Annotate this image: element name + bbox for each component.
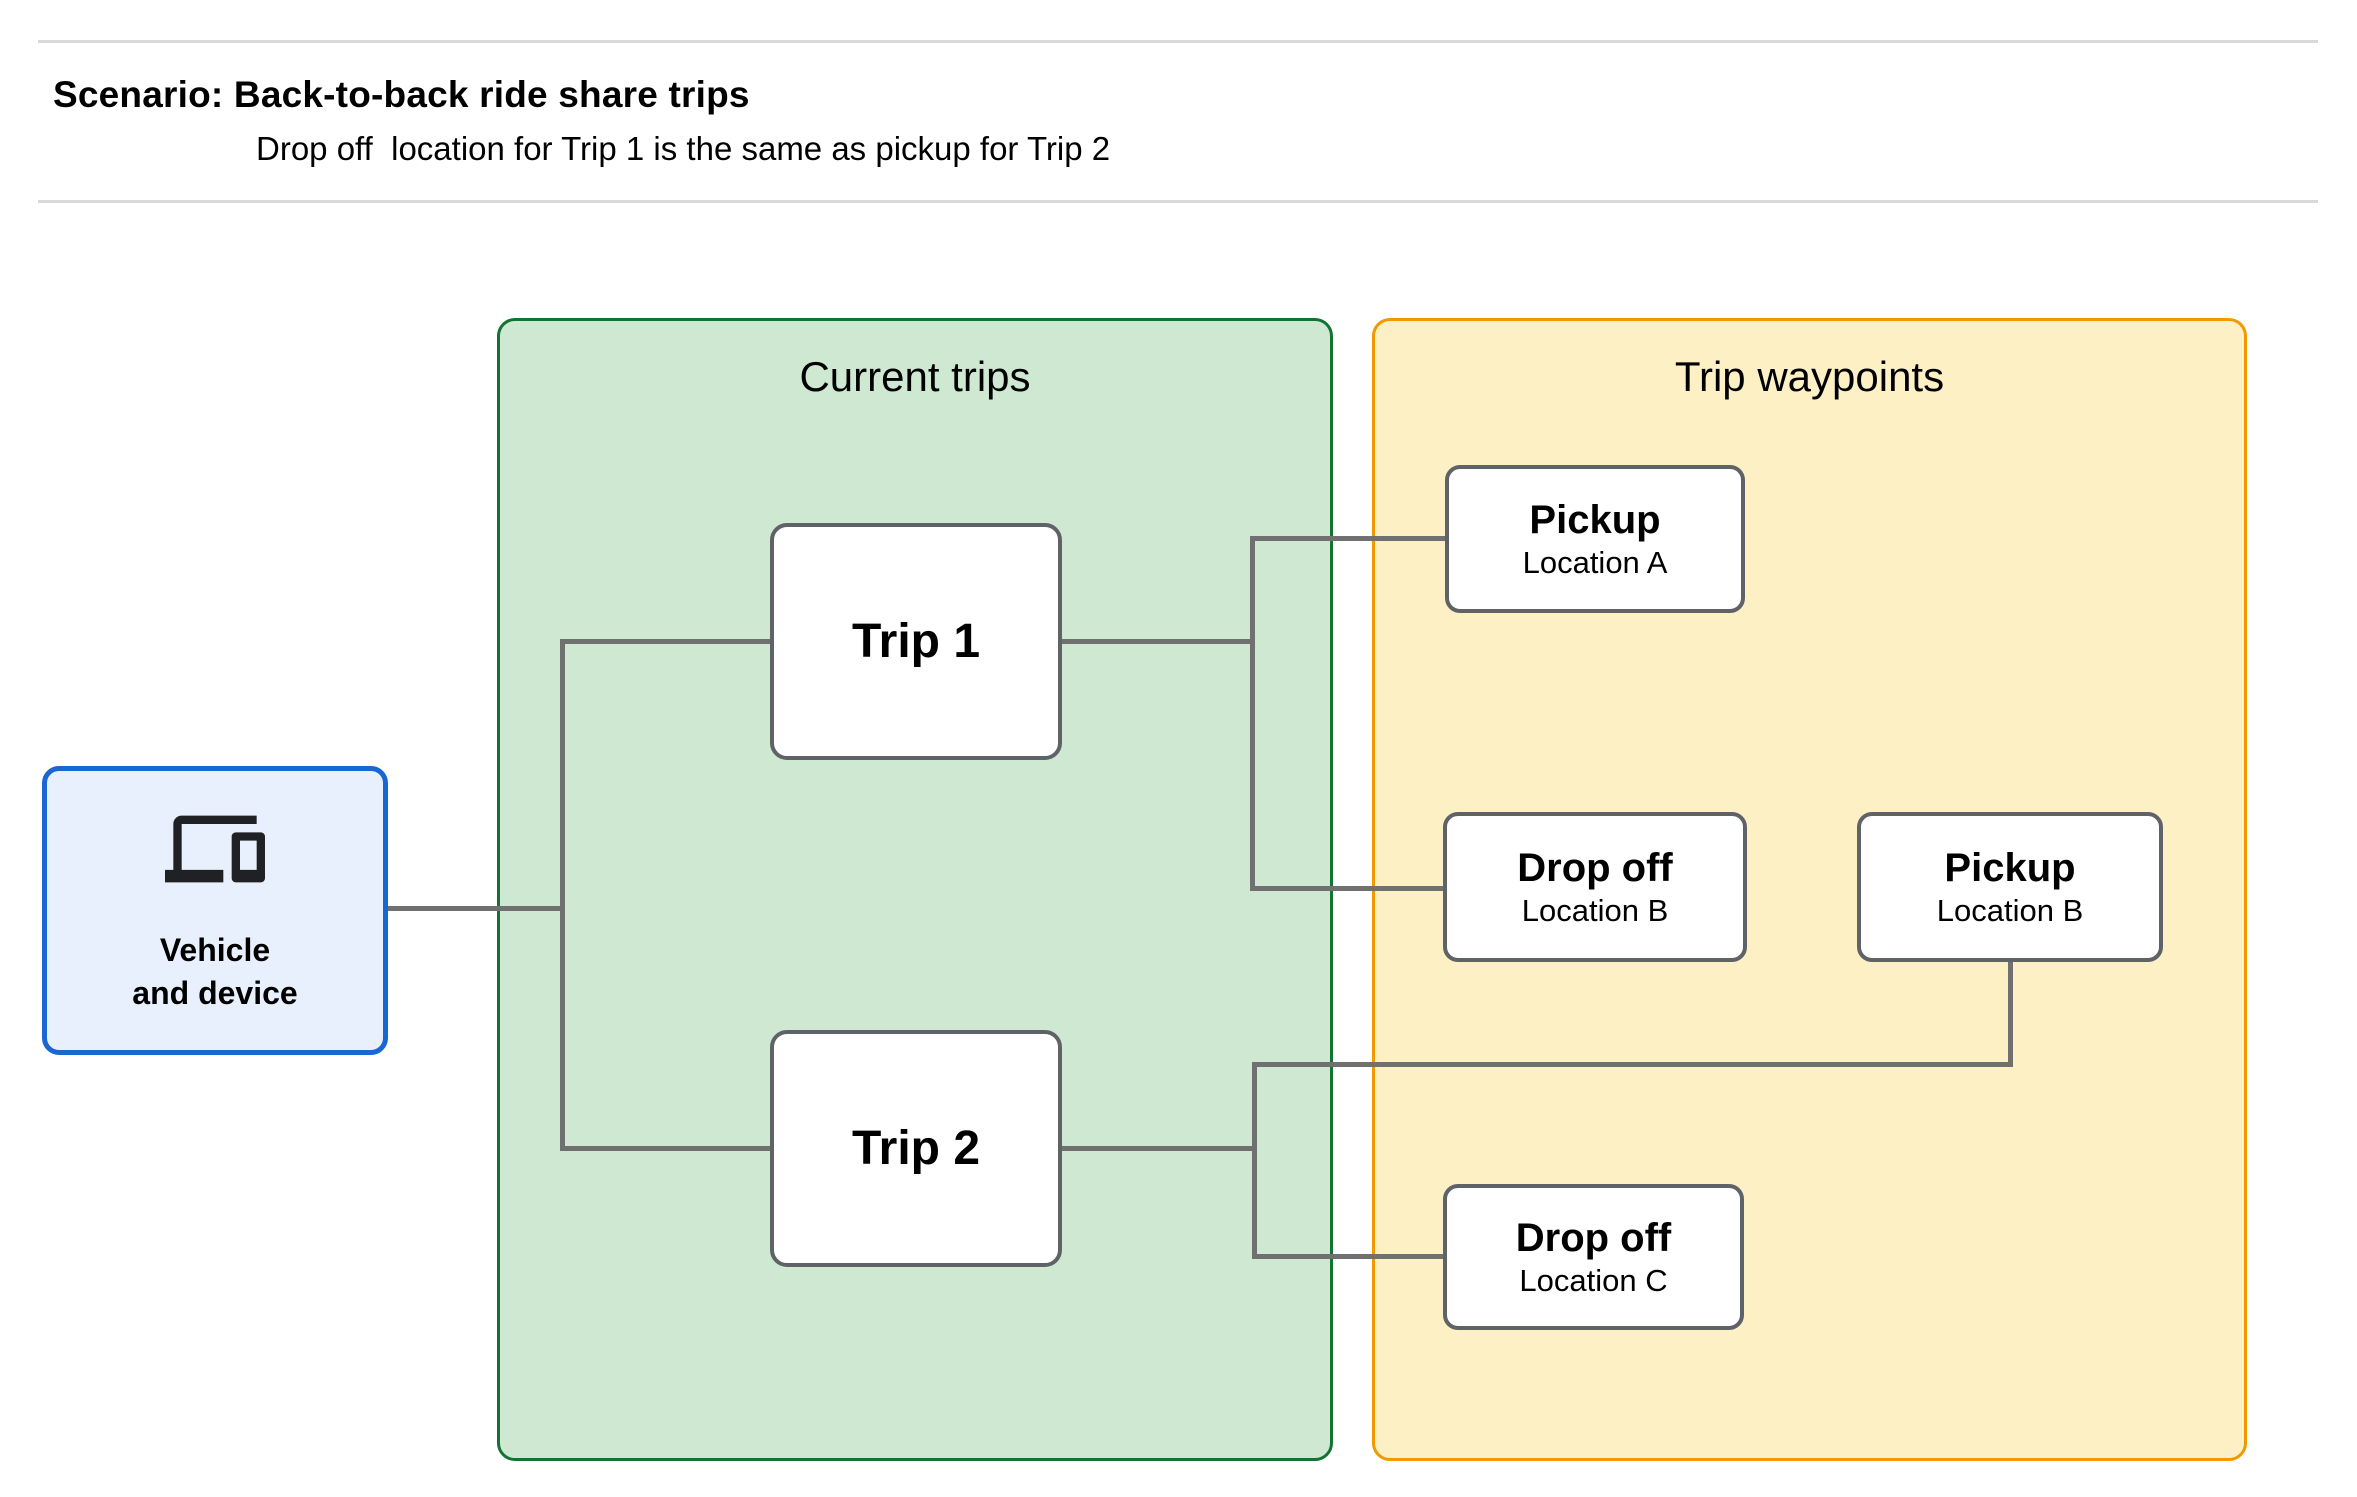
vehicle-node-label: Vehicle and device [47,929,383,1015]
connector-trunk-trip1-waypoints [1250,536,1255,891]
vehicle-and-device-node: Vehicle and device [42,766,388,1055]
connector-branch-dropoff-b [1250,886,1447,891]
devices-icon [165,815,265,883]
waypoint-dropoff-b-type: Drop off [1517,846,1673,890]
waypoint-pickup-b-node: Pickup Location B [1857,812,2163,962]
waypoint-pickup-b-type: Pickup [1944,846,2076,890]
waypoint-dropoff-b-node: Drop off Location B [1443,812,1747,962]
page-title: Scenario: Back-to-back ride share trips [53,74,750,115]
page-subtitle: Drop off location for Trip 1 is the same… [256,130,1111,167]
waypoint-dropoff-c-location: Location C [1519,1263,1668,1298]
top-divider [38,40,2318,43]
connector-pickup-b-horizontal [1252,1062,2013,1067]
current-trips-container: Current trips [497,318,1333,1461]
connector-branch-dropoff-c [1252,1254,1445,1259]
vehicle-label-line2: and device [132,975,298,1011]
waypoint-pickup-a-location: Location A [1522,545,1668,580]
waypoint-dropoff-b-location: Location B [1521,893,1669,928]
waypoint-pickup-a-type: Pickup [1529,498,1661,542]
trip-2-label: Trip 2 [851,1122,981,1175]
waypoint-dropoff-c-node: Drop off Location C [1443,1184,1744,1330]
connector-branch-trip2 [560,1146,772,1151]
connector-branch-pickup-a [1250,536,1447,541]
connector-vehicle-to-trunk [388,906,562,911]
waypoint-dropoff-c-type: Drop off [1515,1216,1672,1260]
header-divider [38,200,2318,203]
connector-trip1-to-trunk2 [1062,639,1254,644]
trip-1-node: Trip 1 [770,523,1062,760]
trip-1-label: Trip 1 [851,615,981,668]
connector-trunk-trips [560,639,565,1151]
connector-trunk-trip2-waypoints [1252,1062,1257,1259]
vehicle-label-line1: Vehicle [159,932,271,968]
waypoint-pickup-a-node: Pickup Location A [1445,465,1745,613]
current-trips-title: Current trips [799,353,1031,400]
connector-trip2-to-trunk3 [1062,1146,1256,1151]
trip-2-node: Trip 2 [770,1030,1062,1267]
connector-pickup-b-stem [2008,962,2013,1067]
trip-waypoints-title: Trip waypoints [1674,353,1945,400]
connector-branch-trip1 [560,639,772,644]
waypoint-pickup-b-location: Location B [1936,893,2084,928]
